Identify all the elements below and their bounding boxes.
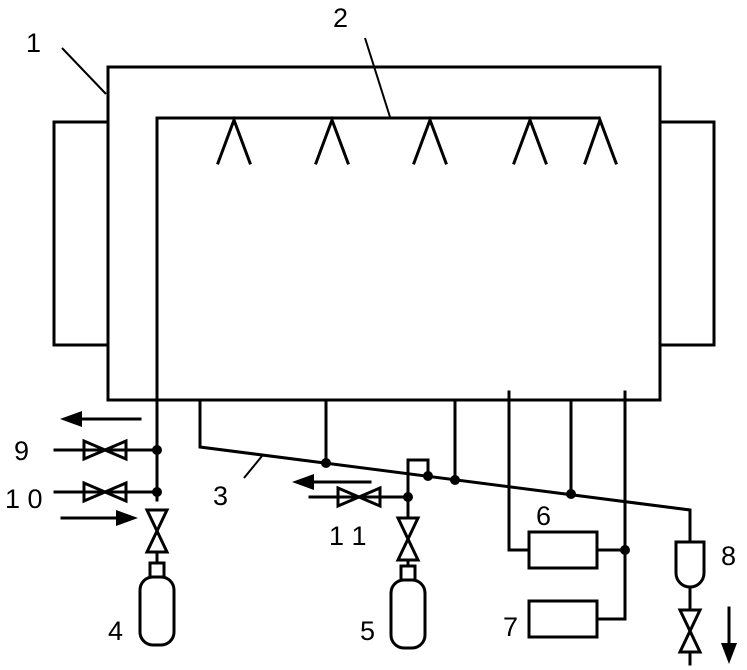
drain-manifold bbox=[198, 398, 692, 542]
label-5: 5 bbox=[360, 616, 375, 646]
outflow-arrow-11 bbox=[292, 474, 372, 490]
cylinder-valve-4 bbox=[144, 508, 170, 565]
label-9: 9 bbox=[14, 436, 29, 466]
gas-cylinder-5 bbox=[389, 564, 427, 650]
label-7: 7 bbox=[503, 612, 518, 642]
leader-3 bbox=[243, 455, 263, 479]
cylinder-valve-5 bbox=[395, 516, 421, 568]
instrument-7 bbox=[527, 390, 627, 639]
label-8: 8 bbox=[721, 541, 736, 571]
valve-9 bbox=[82, 438, 128, 462]
label-10: 1 0 bbox=[5, 484, 43, 514]
spray-header-pipe bbox=[155, 116, 600, 502]
left-side-block bbox=[52, 120, 110, 347]
label-11: 1 1 bbox=[329, 521, 367, 551]
nozzle-1 bbox=[216, 115, 252, 165]
separator-8 bbox=[674, 540, 706, 612]
nozzle-5 bbox=[583, 115, 618, 165]
leader-2 bbox=[364, 37, 391, 118]
valve-11 bbox=[336, 485, 382, 509]
valve-10 bbox=[82, 480, 128, 504]
spray-nozzles bbox=[216, 115, 618, 165]
label-1: 1 bbox=[26, 28, 41, 58]
gas-cylinder-4 bbox=[138, 561, 176, 647]
drain-arrow-8 bbox=[721, 606, 737, 664]
inflow-arrow-10 bbox=[60, 510, 138, 526]
drain-valve-8 bbox=[677, 608, 703, 666]
label-2: 2 bbox=[333, 3, 348, 33]
leader-1 bbox=[61, 47, 107, 95]
outflow-arrow-9 bbox=[60, 411, 142, 427]
nozzle-4 bbox=[512, 115, 548, 165]
nozzle-3 bbox=[412, 115, 448, 165]
label-6: 6 bbox=[536, 501, 551, 531]
right-side-block bbox=[658, 120, 716, 347]
label-3: 3 bbox=[213, 481, 228, 511]
instrument-6 bbox=[507, 390, 630, 570]
label-4: 4 bbox=[108, 616, 123, 646]
nozzle-2 bbox=[314, 115, 350, 165]
